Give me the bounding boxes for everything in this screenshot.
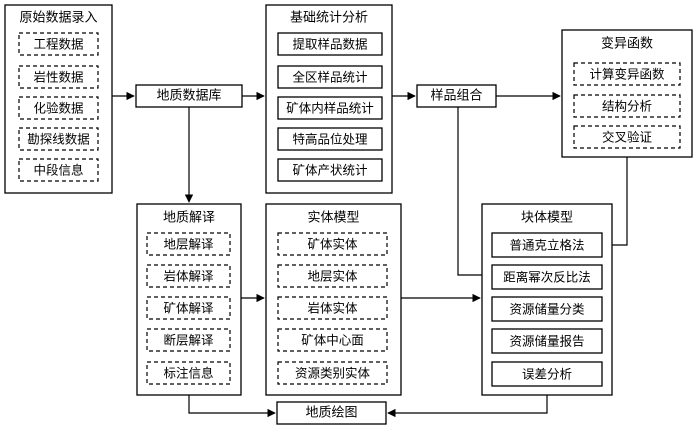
- block-model-item: 普通克立格法: [509, 238, 584, 253]
- raw-input-item: 化验数据: [33, 101, 83, 116]
- sample-combo-label: 样品组合: [430, 89, 482, 104]
- basic-stats-item: 矿体产状统计: [292, 163, 367, 178]
- solid-model-item: 矿体中心面: [301, 333, 364, 348]
- basic-stats-item: 全区样品统计: [292, 70, 367, 85]
- raw-input-group: 原始数据录入 工程数据 岩性数据 化验数据 勘探线数据 中段信息: [4, 4, 113, 194]
- basic-stats-item: 特高品位处理: [292, 132, 368, 147]
- basic-stats-group: 基础统计分析 提取样品数据 全区样品统计 矿体内样品统计 特高品位处理 矿体产状…: [265, 4, 393, 194]
- geo-map-label: 地质绘图: [305, 406, 357, 421]
- raw-input-item: 中段信息: [33, 163, 83, 178]
- basic-stats-item: 矿体内样品统计: [286, 101, 374, 116]
- geo-interpretation-item: 标注信息: [163, 366, 213, 381]
- solid-model-item: 地层实体: [307, 269, 358, 284]
- variogram-item: 结构分析: [602, 99, 652, 114]
- arrow-block-to-map: [387, 395, 548, 418]
- block-model-item: 误差分析: [522, 367, 572, 382]
- block-model-title: 块体模型: [521, 211, 573, 226]
- geo-database-label: 地质数据库: [156, 88, 221, 104]
- raw-input-item: 岩性数据: [33, 70, 83, 85]
- sample-combo-node: 样品组合: [416, 84, 497, 108]
- raw-input-item: 勘探线数据: [27, 132, 90, 147]
- block-model-group: 块体模型 普通克立格法 距离幂次反比法 资源储量分类 资源储量报告 误差分析: [481, 203, 613, 396]
- geo-database-node: 地质数据库: [135, 84, 243, 108]
- geo-interpretation-item: 地层解译: [163, 237, 214, 252]
- geo-map-node: 地质绘图: [276, 401, 387, 425]
- arrow-combo-to-idw: [457, 107, 491, 280]
- variogram-item: 计算变异函数: [589, 67, 665, 82]
- block-model-item: 资源储量分类: [509, 302, 585, 317]
- geo-interpretation-title: 地质解译: [163, 211, 215, 226]
- solid-model-item: 矿体实体: [307, 237, 358, 252]
- geo-interpretation-item: 岩体解译: [163, 269, 214, 284]
- raw-input-title: 原始数据录入: [19, 11, 97, 26]
- variogram-group: 变异函数 计算变异函数 结构分析 交叉验证: [561, 29, 693, 158]
- geo-interpretation-item: 断层解译: [163, 333, 214, 348]
- solid-model-group: 实体模型 矿体实体 地层实体 岩体实体 矿体中心面 资源类别实体: [265, 203, 402, 396]
- basic-stats-title: 基础统计分析: [290, 11, 368, 26]
- variogram-title: 变异函数: [601, 36, 653, 52]
- solid-model-title: 实体模型: [307, 211, 359, 226]
- geo-interpretation-item: 矿体解译: [163, 301, 214, 316]
- block-model-item: 距离幂次反比法: [503, 270, 591, 285]
- basic-stats-item: 提取样品数据: [292, 37, 367, 52]
- solid-model-item: 资源类别实体: [295, 366, 371, 381]
- connectors: [112, 91, 628, 418]
- solid-model-item: 岩体实体: [307, 301, 358, 316]
- arrow-interp-to-map: [188, 395, 276, 418]
- raw-input-item: 工程数据: [33, 37, 83, 52]
- block-model-item: 资源储量报告: [509, 334, 584, 349]
- variogram-item: 交叉验证: [602, 130, 653, 145]
- geo-interpretation-group: 地质解译 地层解译 岩体解译 矿体解译 断层解译 标注信息: [136, 203, 242, 396]
